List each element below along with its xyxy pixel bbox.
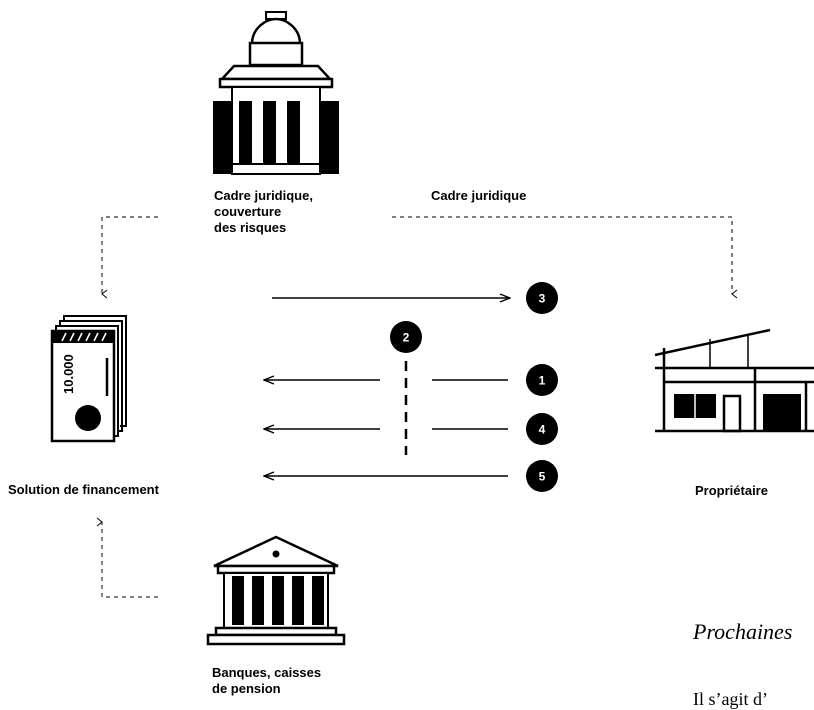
label-line: de pension — [212, 681, 281, 696]
step-number: 5 — [539, 470, 546, 484]
step-badge-5: 5 — [526, 460, 558, 492]
banknotes-icon: 10.000 — [50, 315, 127, 443]
banknote-value: 10.000 — [61, 354, 76, 394]
legal-authority-label: Cadre juridique, couverture des risques — [214, 188, 313, 236]
step-badge-3: 3 — [526, 282, 558, 314]
legal-to-financing-connector — [101, 216, 158, 299]
step-badge-1: 1 — [526, 364, 558, 396]
label-line: couverture — [214, 204, 282, 219]
step-number: 1 — [539, 374, 546, 388]
next-section-body: Il s’agit d’ — [693, 689, 768, 709]
step-badge-4: 4 — [526, 413, 558, 445]
step-number: 2 — [403, 331, 410, 345]
legal-to-owner-connector — [392, 216, 738, 299]
step-number: 4 — [539, 423, 546, 437]
next-section-heading: Prochaines — [693, 619, 793, 644]
bank-icon — [206, 535, 346, 646]
step-badge-2: 2 — [390, 321, 422, 353]
government-building-icon — [213, 11, 339, 175]
legal-to-owner-label: Cadre juridique — [431, 188, 527, 203]
banks-label: Banques, caisses de pension — [212, 665, 321, 697]
label-line: Cadre juridique, — [214, 188, 313, 203]
financing-label: Solution de financement — [8, 482, 159, 497]
step-number: 3 — [539, 292, 546, 306]
label-line: Banques, caisses — [212, 665, 322, 680]
house-icon — [654, 328, 814, 433]
label-line: des risques — [214, 220, 287, 235]
banks-to-financing-connector — [96, 517, 158, 598]
owner-label: Propriétaire — [695, 483, 768, 498]
